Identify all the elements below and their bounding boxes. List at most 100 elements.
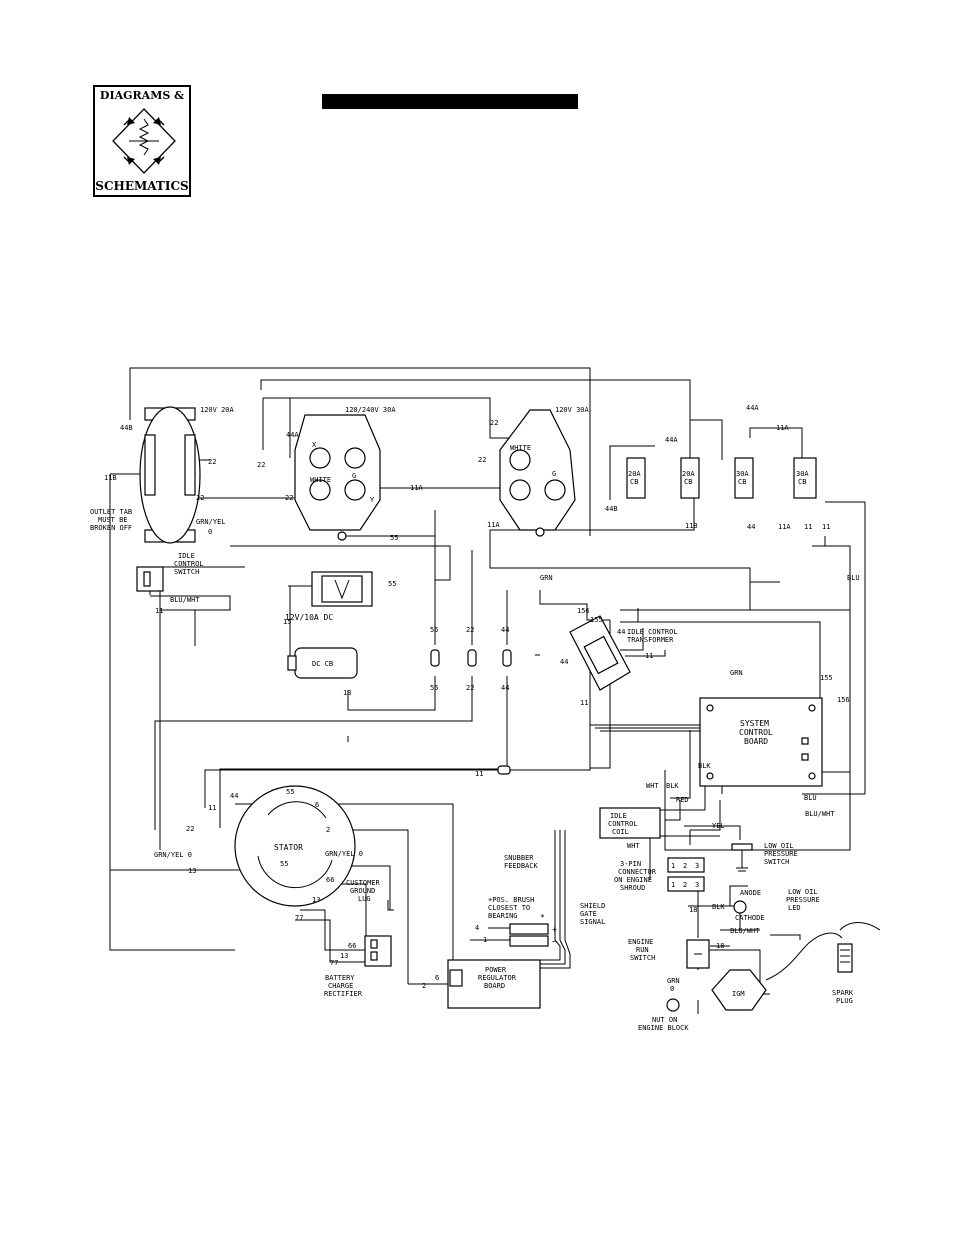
svg-text:IDLE CONTROL: IDLE CONTROL <box>627 628 678 636</box>
svg-text:+: + <box>552 925 557 934</box>
wire-22-label-5: 22 <box>490 419 498 427</box>
idle-control-switch: IDLE CONTROL SWITCH <box>136 552 204 592</box>
svg-text:WHITE: WHITE <box>310 476 331 484</box>
three-pin-connector: 1 2 3 1 2 3 3-PIN CONNECTOR ON ENGINE SH… <box>614 857 705 892</box>
wire-22-label-6: 22 <box>478 456 486 464</box>
wire-blu-label-2: BLU <box>804 794 817 802</box>
svg-text:PRESSURE: PRESSURE <box>764 850 798 858</box>
svg-text:GATE: GATE <box>580 910 597 918</box>
wire-11a-label-3: 11A <box>776 424 789 432</box>
svg-text:30A: 30A <box>796 470 809 478</box>
outlet-tab-note: OUTLET TAB MUST BE BROKEN OFF <box>90 508 132 532</box>
svg-text:CB: CB <box>684 478 692 486</box>
svg-text:CONTROL: CONTROL <box>174 560 204 568</box>
wire-155-label-2: 155 <box>820 674 833 682</box>
svg-text:FEEDBACK: FEEDBACK <box>504 862 539 870</box>
wire-55-label-5: 55 <box>286 788 294 796</box>
svg-text:RUN: RUN <box>636 946 649 954</box>
wire-156-label-2: 156 <box>837 696 850 704</box>
wire-2-label-2: 2 <box>422 982 426 990</box>
svg-text:CLOSEST TO: CLOSEST TO <box>488 904 530 912</box>
wire-13-label-3: 13 <box>312 896 320 904</box>
outlet-120v-20a: 120V 20A <box>139 406 235 544</box>
battery-charge-rectifier: BATTERY CHARGE RECTIFIER <box>324 935 392 998</box>
svg-text:LOW OIL: LOW OIL <box>764 842 794 850</box>
wire-155-label-1: 155 <box>590 616 603 624</box>
svg-text:PLUG: PLUG <box>836 997 853 1005</box>
wire-55-label-6: 55 <box>280 860 288 868</box>
wire-44b-label-2: 44B <box>605 505 618 513</box>
wire-11-label-4: 11 <box>475 770 483 778</box>
svg-text:20A: 20A <box>682 470 695 478</box>
svg-text:STATOR: STATOR <box>274 843 303 852</box>
wire-44-label-2: 44 <box>501 626 509 634</box>
svg-text:CONTROL: CONTROL <box>608 820 638 828</box>
power-regulator-board: POWER REGULATOR BOARD <box>447 959 541 1009</box>
system-control-board: SYSTEM CONTROL BOARD <box>699 697 823 787</box>
svg-text:Y: Y <box>370 496 375 504</box>
svg-text:ENGINE BLOCK: ENGINE BLOCK <box>638 1024 689 1032</box>
stator: STATOR <box>234 785 356 907</box>
svg-text:RECTIFIER: RECTIFIER <box>324 990 363 998</box>
svg-text:WHITE: WHITE <box>510 444 531 452</box>
wire-grn-label-2: GRN <box>730 669 743 677</box>
wire-wht-label-1: WHT <box>646 782 659 790</box>
wire-22-label-8: 22 <box>466 684 474 692</box>
wire-44b-label-1: 44B <box>120 424 133 432</box>
wire-55-label-3: 55 <box>430 626 438 634</box>
svg-text:1: 1 <box>671 862 675 870</box>
svg-text:TRANSFORMER: TRANSFORMER <box>627 636 674 644</box>
wire-11b-label-1: 11B <box>104 474 117 482</box>
wire-0-label-2: 0 <box>670 985 674 993</box>
svg-text:120V 30A: 120V 30A <box>555 406 590 414</box>
idle-control-transformer: IDLE CONTROL TRANSFORMER <box>569 615 678 691</box>
svg-text:G: G <box>552 470 556 478</box>
svg-text:BOARD: BOARD <box>484 982 505 990</box>
wire-66-label-1: 66 <box>326 876 334 884</box>
wiring-diagram: 120V 20A 44B 11B 22 22 GRN/YEL 0 OUTLET … <box>90 367 880 1032</box>
wire-blk-label-2: BLK <box>666 782 679 790</box>
svg-text:LUG: LUG <box>358 895 371 903</box>
bridge-rectifier-icon <box>112 108 176 174</box>
svg-text:2: 2 <box>683 862 687 870</box>
svg-text:POWER: POWER <box>485 966 507 974</box>
svg-text:12V/10A DC: 12V/10A DC <box>285 613 333 622</box>
brushes: + − * <box>509 913 557 947</box>
svg-text:SHIELD: SHIELD <box>580 902 605 910</box>
wire-44a-label-1: 44A <box>286 431 299 439</box>
wire-grn-label-3: GRN <box>667 977 680 985</box>
svg-text:2: 2 <box>683 881 687 889</box>
svg-text:GROUND: GROUND <box>350 887 375 895</box>
svg-text:30A: 30A <box>736 470 749 478</box>
wire-grn-label-1: GRN <box>540 574 553 582</box>
svg-text:1: 1 <box>671 881 675 889</box>
customer-ground-lug: CUSTOMER GROUND LUG <box>346 879 394 911</box>
svg-text:SWITCH: SWITCH <box>764 858 789 866</box>
wire-11b-label-2: 11B <box>685 522 698 530</box>
wire-44-label-3: 44 <box>501 684 509 692</box>
svg-text:BOARD: BOARD <box>744 737 768 746</box>
wire-grnyel-label-3: GRN/YEL 0 <box>325 850 363 858</box>
wire-blk-label-3: BLK <box>712 903 725 911</box>
svg-text:CHARGE: CHARGE <box>328 982 353 990</box>
wire-11-label-3: 11 <box>155 607 163 615</box>
spark-plug-lead <box>765 932 843 981</box>
wire-55-label-4: 55 <box>430 684 438 692</box>
wire-11a-label-2: 11A <box>487 521 500 529</box>
dc-outlet-12v: 12V/10A DC <box>285 571 373 622</box>
wire-11-label-5: 11 <box>645 652 653 660</box>
wire-66-label-2: 66 <box>348 942 356 950</box>
wire-15-label: 15 <box>283 618 291 626</box>
wire-55-label-2: 55 <box>388 580 396 588</box>
svg-text:X: X <box>312 441 317 449</box>
wire-44-label-5: 44 <box>560 658 568 666</box>
svg-text:3: 3 <box>695 881 699 889</box>
svg-text:SWITCH: SWITCH <box>174 568 199 576</box>
wire-11-label-7: 11 <box>208 804 216 812</box>
svg-text:CONTROL: CONTROL <box>739 728 773 737</box>
svg-text:IDLE: IDLE <box>178 552 195 560</box>
svg-text:SNUBBER: SNUBBER <box>504 854 534 862</box>
